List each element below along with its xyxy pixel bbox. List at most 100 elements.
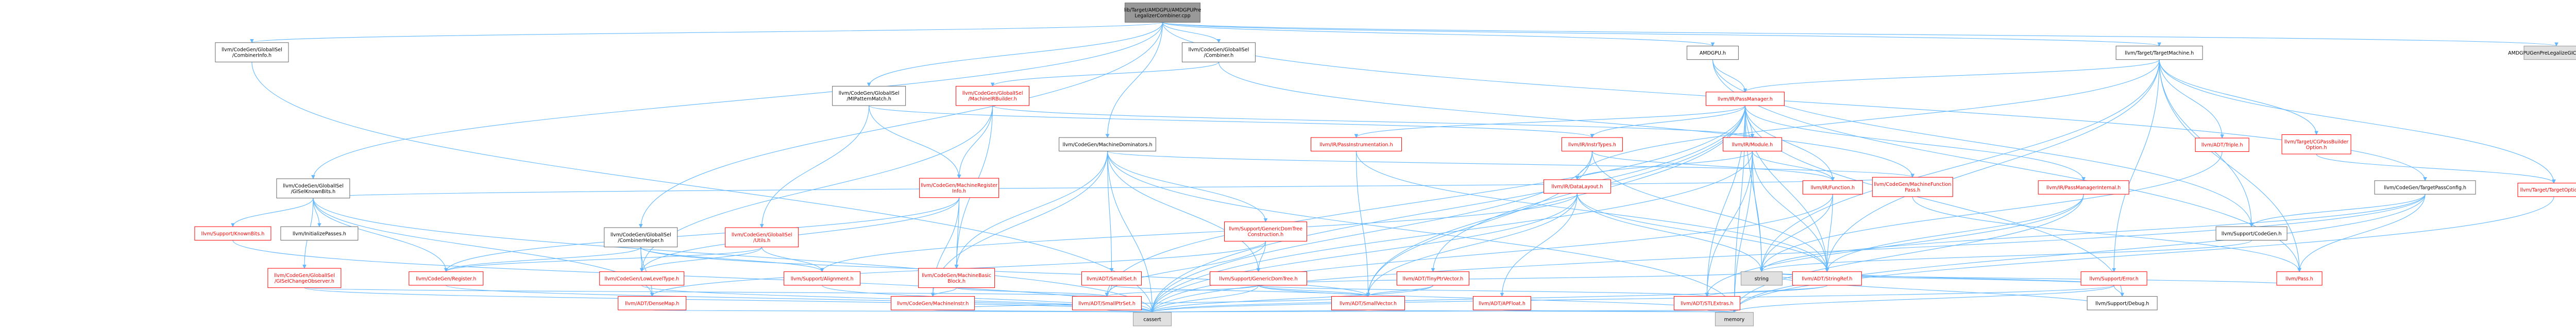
graph-node-alignment[interactable]: llvm/Support/Alignment.h xyxy=(784,271,861,286)
node-label: lib/Target/AMDGPU/AMDGPUPre xyxy=(1124,7,1201,13)
graph-node-gisel-utils[interactable]: llvm/CodeGen/GlobalISel/Utils.h xyxy=(725,227,799,248)
graph-node-smallptrset[interactable]: llvm/ADT/SmallPtrSet.h xyxy=(1072,296,1142,310)
node-label: llvm/CodeGen/GlobalISel xyxy=(222,47,282,53)
node-label: llvm/CodeGen/GlobalISel xyxy=(611,232,671,238)
dependency-edge xyxy=(1759,194,1833,272)
node-box xyxy=(832,85,906,106)
dependency-edge xyxy=(304,287,1154,313)
dependency-edge xyxy=(1743,59,2160,93)
dependency-edge xyxy=(869,105,1594,138)
graph-node-machineinstr[interactable]: llvm/CodeGen/MachineInstr.h xyxy=(891,296,975,310)
graph-node-genericdomtreecon[interactable]: llvm/Support/GenericDomTreeConstruction.… xyxy=(1224,221,1307,241)
dependency-edge xyxy=(1107,151,1155,313)
node-label: llvm/Support/GenericDomTree.h xyxy=(1219,276,1297,282)
dependency-edge xyxy=(313,177,1914,199)
graph-node-amdgpu-h[interactable]: AMDGPU.h xyxy=(1686,45,1739,60)
dependency-edge xyxy=(1105,22,1163,138)
graph-node-genericdomtree[interactable]: llvm/Support/GenericDomTree.h xyxy=(1210,271,1307,286)
graph-node-tinyptrvector[interactable]: llvm/ADT/TinyPtrVector.h xyxy=(1396,271,1469,286)
node-box xyxy=(194,226,272,241)
dependency-edge xyxy=(1150,308,1369,313)
dependency-edge xyxy=(990,61,1219,87)
dependency-edge xyxy=(1759,151,2223,272)
dependency-edge xyxy=(1151,308,1707,313)
dependency-edge xyxy=(1744,106,1835,181)
graph-node-irmodule[interactable]: llvm/IR/Module.h xyxy=(1722,137,1782,151)
dependency-edge xyxy=(869,106,961,179)
dependency-edge xyxy=(1107,151,1114,272)
dependency-edge xyxy=(1744,106,2125,297)
graph-node-irfunction[interactable]: llvm/IR/Function.h xyxy=(1802,180,1863,195)
node-box xyxy=(1802,180,1863,195)
graph-node-combiner[interactable]: llvm/CodeGen/GlobalISel/Combiner.h xyxy=(1182,42,1256,62)
dependency-edge xyxy=(2159,59,2301,272)
dependency-edge xyxy=(956,287,1109,297)
dependency-edge xyxy=(1744,106,2086,181)
node-label: llvm/IR/InstrTypes.h xyxy=(1568,142,1616,148)
graph-node-gisel-knownbits[interactable]: llvm/CodeGen/GlobalISel/GISelKnownBits.h xyxy=(276,178,350,199)
dependency-edge xyxy=(1591,151,1835,181)
dependency-edge xyxy=(1366,285,1433,297)
dependency-edge xyxy=(820,193,1578,272)
node-box xyxy=(2195,137,2249,152)
graph-node-apfloat[interactable]: llvm/ADT/APFloat.h xyxy=(1472,296,1531,310)
graph-node-stringref[interactable]: llvm/ADT/StringRef.h xyxy=(1792,271,1862,286)
dependency-edge xyxy=(304,287,1109,297)
graph-node-codegen-support[interactable]: llvm/Support/CodeGen.h xyxy=(2215,226,2287,241)
graph-node-targetoptions[interactable]: llvm/Target/TargetOptions.h xyxy=(2517,183,2576,197)
graph-node-machinedominators[interactable]: llvm/CodeGen/MachineDominators.h xyxy=(1059,137,1157,151)
node-label: llvm/IR/Module.h xyxy=(1732,142,1773,148)
node-box xyxy=(891,296,975,310)
dependency-edge xyxy=(652,308,1153,313)
dependency-edge xyxy=(1759,240,2252,272)
graph-node-irdatalayout[interactable]: llvm/IR/DataLayout.h xyxy=(1543,179,1611,194)
graph-node-triple[interactable]: llvm/ADT/Triple.h xyxy=(2195,137,2249,152)
graph-node-stlextras[interactable]: llvm/ADT/STLExtras.h xyxy=(1673,296,1740,310)
node-box xyxy=(725,227,799,248)
node-box xyxy=(1705,92,1785,106)
graph-node-supporterror[interactable]: llvm/Support/Error.h xyxy=(2080,271,2147,286)
dependency-edge xyxy=(639,197,960,272)
graph-node-densemap[interactable]: llvm/ADT/DenseMap.h xyxy=(618,296,687,310)
graph-node-string: string xyxy=(1740,271,1783,286)
node-box xyxy=(1740,271,1783,286)
graph-node-miparmatch[interactable]: llvm/CodeGen/GlobalISel/MIPatternMatch.h xyxy=(832,85,906,106)
graph-node-pass[interactable]: llvm/Pass.h xyxy=(2276,271,2323,286)
graph-node-smallvector[interactable]: llvm/ADT/SmallVector.h xyxy=(1331,296,1405,310)
node-box xyxy=(2080,271,2147,286)
node-box xyxy=(2276,271,2323,286)
node-box xyxy=(1182,42,1256,62)
graph-node-knownbits[interactable]: llvm/Support/KnownBits.h xyxy=(194,226,272,241)
node-box xyxy=(280,226,359,241)
node-box xyxy=(409,271,484,286)
graph-node-smallset[interactable]: llvm/ADT/SmallSet.h xyxy=(1081,271,1142,286)
graph-node-passmanager[interactable]: llvm/IR/PassManager.h xyxy=(1705,92,1785,106)
dependency-edge xyxy=(1107,151,1261,272)
graph-node-targetmachine[interactable]: llvm/Target/TargetMachine.h xyxy=(2115,45,2203,60)
node-label: Option.h xyxy=(2306,145,2327,150)
graph-node-passmanagerinternal[interactable]: llvm/IR/PassManagerInternal.h xyxy=(2038,180,2129,195)
node-box xyxy=(215,42,289,62)
dependency-edge xyxy=(1218,62,1915,178)
graph-node-combinerinfo[interactable]: llvm/CodeGen/GlobalISel/CombinerInfo.h xyxy=(215,42,289,62)
graph-node-machineirbuilder[interactable]: llvm/CodeGen/GlobalISel/MachineIRBuilder… xyxy=(956,85,1030,106)
graph-node-targetpassconfig[interactable]: llvm/CodeGen/TargetPassConfig.h xyxy=(2374,180,2476,195)
dependency-edge xyxy=(640,247,1370,297)
graph-node-gisel-changeobs[interactable]: llvm/CodeGen/GlobalISel/GISelChangeObser… xyxy=(267,268,342,288)
node-box xyxy=(1081,271,1142,286)
graph-node-combinerhelper[interactable]: llvm/CodeGen/GlobalISel/CombinerHelper.h xyxy=(604,227,678,248)
dependency-edge xyxy=(1501,308,1736,313)
node-label: llvm/ADT/SmallSet.h xyxy=(1087,276,1137,282)
graph-node-debug[interactable]: llvm/Support/Debug.h xyxy=(2087,296,2158,310)
graph-node-lowleveltype[interactable]: llvm/CodeGen/LowLevelType.h xyxy=(599,271,685,286)
graph-node-irattrtypes[interactable]: llvm/IR/InstrTypes.h xyxy=(1561,137,1623,151)
dependency-edge xyxy=(1575,151,1753,180)
graph-node-initpasses[interactable]: llvm/InitializePasses.h xyxy=(280,226,359,241)
graph-node-register[interactable]: llvm/CodeGen/Register.h xyxy=(409,271,484,286)
graph-node-passinstrumentation[interactable]: llvm/IR/PassInstrumentation.h xyxy=(1310,137,1402,151)
dependency-edge xyxy=(1150,151,1753,313)
